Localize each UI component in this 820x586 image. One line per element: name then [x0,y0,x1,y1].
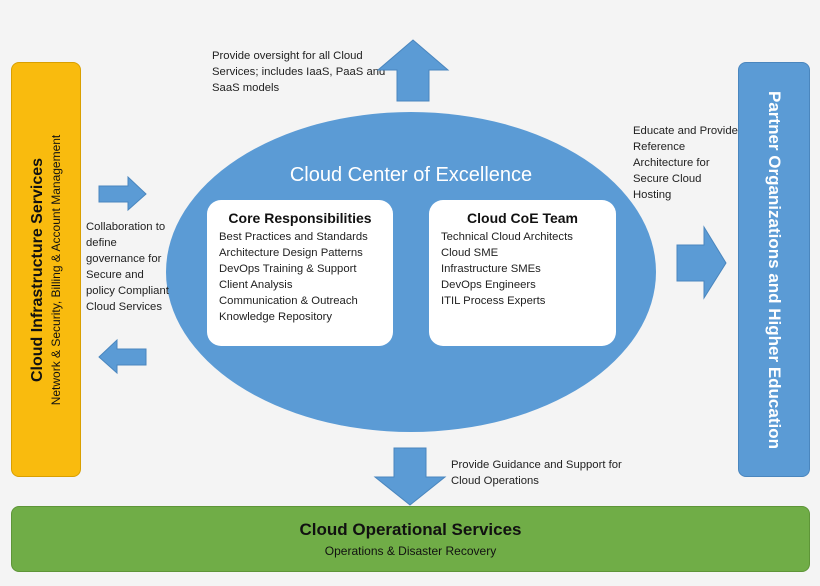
core-item: Architecture Design Patterns [219,247,363,259]
partner-organizations-box: Partner Organizations and Higher Educati… [738,62,810,477]
left-box-subtitle: Network & Security, Billing & Account Ma… [49,134,63,405]
left-box-title: Cloud Infrastructure Services [29,157,46,382]
left-arrow-small-icon [98,338,147,375]
right-arrow-small-icon [98,175,147,212]
core-card-title: Core Responsibilities [228,210,372,226]
cloud-infrastructure-services-box: Cloud Infrastructure Services Network & … [11,62,81,477]
right-box-title: Partner Organizations and Higher Educati… [765,90,784,449]
team-item: DevOps Engineers [441,279,536,291]
left-note: Collaboration to define governance for S… [86,221,169,313]
cloud-operational-services-box: Cloud Operational Services Operations & … [11,506,810,572]
core-item: Knowledge Repository [219,311,333,323]
team-item: Cloud SME [441,247,499,259]
core-item: DevOps Training & Support [219,263,357,275]
up-arrow-icon [376,39,450,102]
core-item: Communication & Outreach [219,295,358,307]
right-note: Educate and Provide Reference Architectu… [633,125,738,201]
coe-team-card: Cloud CoE Team Technical Cloud Architect… [429,200,616,346]
team-item: Infrastructure SMEs [441,263,541,275]
team-item: Technical Cloud Architects [441,231,573,243]
bottom-box-subtitle: Operations & Disaster Recovery [324,544,497,558]
center-title: Cloud Center of Excellence [289,164,533,186]
down-arrow-icon [373,447,447,506]
top-note: Provide oversight for all Cloud Services… [212,50,386,94]
bottom-box-title: Cloud Operational Services [299,520,522,539]
team-item: ITIL Process Experts [441,295,546,307]
core-responsibilities-card: Core Responsibilities Best Practices and… [207,200,393,346]
bottom-note: Provide Guidance and Support for Cloud O… [451,459,622,487]
core-item: Client Analysis [219,279,293,291]
right-arrow-icon [676,225,727,300]
team-card-title: Cloud CoE Team [467,210,578,226]
core-item: Best Practices and Standards [219,231,368,243]
